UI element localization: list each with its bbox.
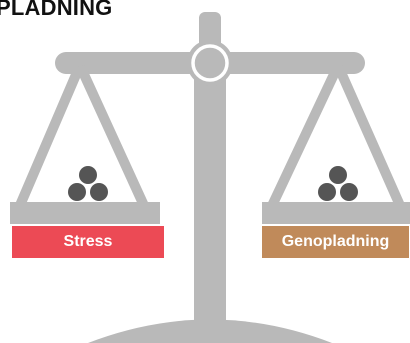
genopladning-label-text: Genopladning: [281, 233, 390, 250]
right-arm-outer: [335, 65, 407, 215]
right-weight-ball-bottom-right: [340, 183, 358, 201]
left-weight-ball-bottom-left: [68, 183, 86, 201]
scale-post: [194, 72, 226, 327]
right-pan: [262, 202, 410, 224]
scale-base: [88, 319, 332, 343]
right-arm-inner: [265, 65, 341, 215]
left-pan: [10, 202, 160, 224]
left-arm-outer: [13, 65, 83, 215]
left-weight-ball-top: [79, 166, 97, 184]
stress-label: Stress: [12, 226, 164, 258]
right-weight-ball-top: [329, 166, 347, 184]
left-arm-inner: [77, 65, 151, 215]
scale-pivot-ring: [191, 44, 229, 82]
left-weight-ball-bottom-right: [90, 183, 108, 201]
right-weight-ball-bottom-left: [318, 183, 336, 201]
stress-label-text: Stress: [63, 233, 113, 250]
genopladning-label: Genopladning: [262, 226, 409, 258]
page-title: PLADNING: [0, 0, 113, 20]
